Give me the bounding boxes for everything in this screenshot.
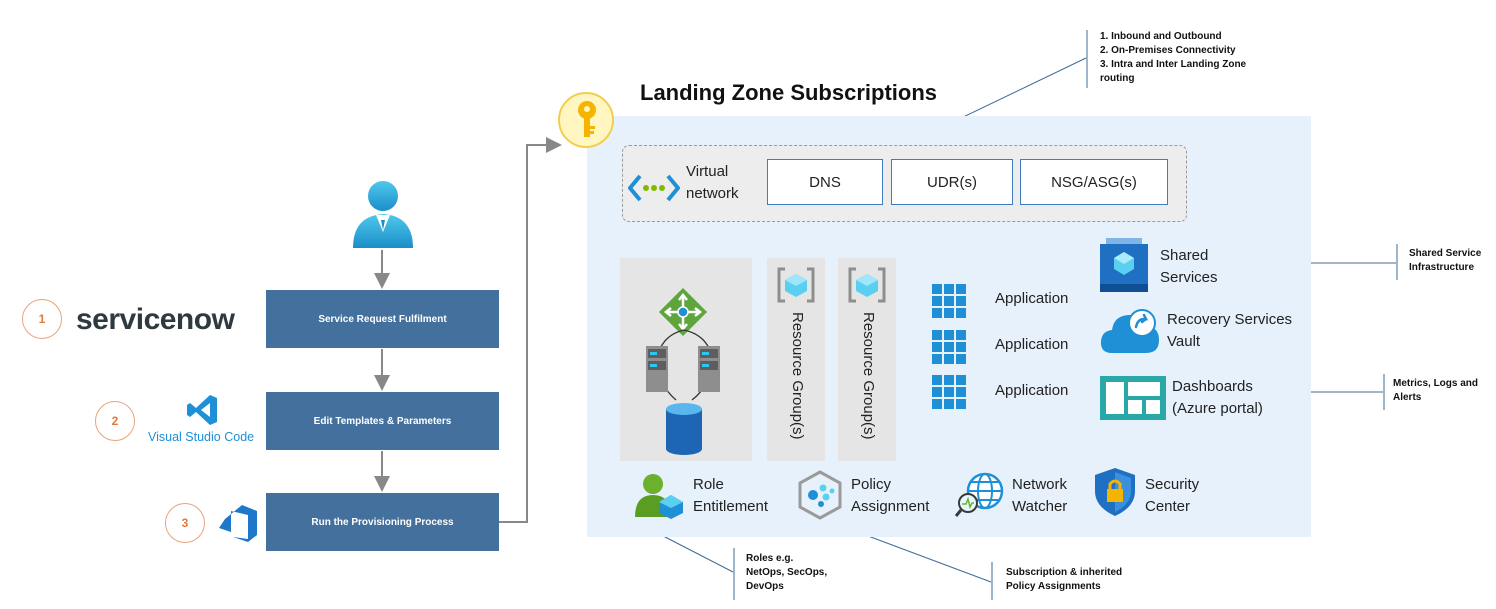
arrow-step3-to-landing-zone [499,137,562,523]
shared-services-icon [1100,238,1148,292]
app-grid-icon-1 [932,284,966,318]
recovery-vault-label: Recovery Services Vault [1167,311,1293,350]
application-label-2: Application [995,336,1069,353]
callout-shared-service: Shared Service Infrastructure [1409,248,1482,273]
application-label-3: Application [995,382,1069,399]
shared-services-label: Shared Services [1160,247,1218,286]
resource-group-label-2: Resource Group(s) [860,312,877,440]
policy-icon [798,470,842,520]
server-icon-right [698,346,720,392]
app-grid-icon-3 [932,375,966,409]
step-box-run-provisioning[interactable]: Run the Provisioning Process [266,493,499,551]
nsg-asg-box: NSG/ASG(s) [1020,159,1168,205]
callout-metrics: Metrics, Logs and Alerts [1393,378,1479,403]
role-entitlement-label: Role Entitlement [693,476,769,515]
security-center-label: Security Center [1145,476,1200,515]
dashboard-icon [1100,376,1166,420]
step-number-1: 1 [22,299,62,339]
step-number-2: 2 [95,401,135,441]
resource-group-icon-2 [848,267,886,303]
security-shield-icon [1095,468,1135,516]
udr-box: UDR(s) [891,159,1013,205]
load-balancer-icon [658,287,708,337]
server-icon-left [646,346,668,392]
app-grid-icon-2 [932,330,966,364]
cloud-vault-icon [1100,309,1159,353]
step-box-edit-templates[interactable]: Edit Templates & Parameters [266,392,499,450]
network-watcher-icon [955,472,1004,517]
role-user-icon [635,474,683,519]
landing-zone-title: Landing Zone Subscriptions [640,80,937,105]
step-box-service-request[interactable]: Service Request Fulfilment [266,290,499,348]
resource-group-label-1: Resource Group(s) [789,312,806,440]
resource-group-icon-1 [777,267,815,303]
virtual-network-label: Virtual network [686,163,739,202]
user-icon [353,181,413,248]
policy-assignment-label: Policy Assignment [851,476,930,515]
step-number-3: 3 [165,503,205,543]
callout-policy: Subscription & inherited Policy Assignme… [1006,567,1123,592]
vscode-icon [187,395,217,425]
servicenow-logo: servicenow [76,303,235,336]
key-icon [578,101,596,137]
network-watcher-label: Network Watcher [1012,476,1068,515]
dashboards-label: Dashboards (Azure portal) [1172,378,1263,417]
virtual-network-icon [628,174,680,202]
callout-network: 1. Inbound and Outbound 2. On-Premises C… [1100,31,1247,84]
dns-box: DNS [767,159,883,205]
callout-roles: Roles e.g. NetOps, SecOps, DevOps [746,553,828,592]
vscode-label: Visual Studio Code [148,430,255,444]
application-label-1: Application [995,290,1069,307]
azure-devops-icon [219,505,257,542]
database-icon [666,403,702,455]
